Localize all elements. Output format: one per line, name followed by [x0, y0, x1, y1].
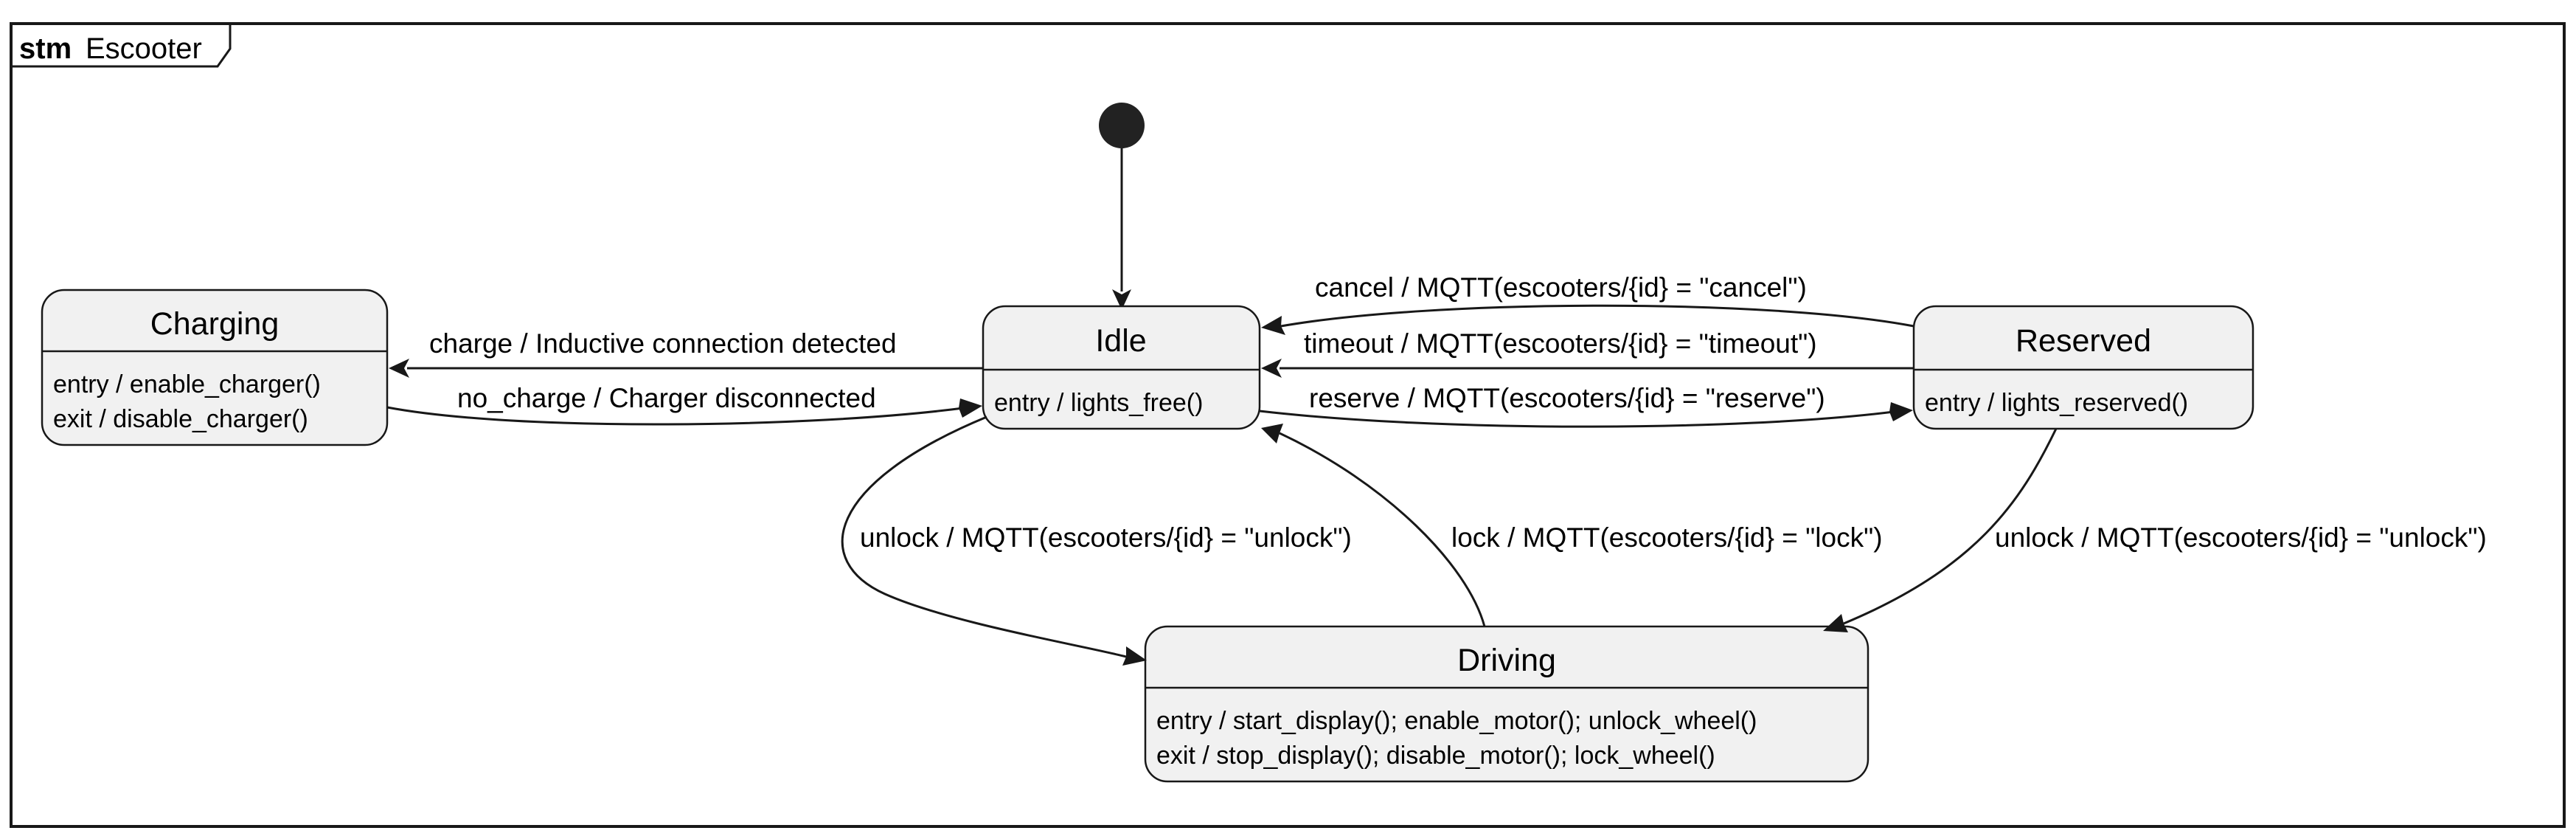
label-reserve: reserve / MQTT(escooters/{id} = "reserve…	[1309, 383, 1825, 413]
arrowhead-no-charge	[959, 398, 982, 418]
state-driving-entry: entry / start_display(); enable_motor();…	[1156, 707, 1757, 735]
arrowhead-timeout	[1261, 359, 1282, 378]
label-timeout: timeout / MQTT(escooters/{id} = "timeout…	[1304, 328, 1817, 359]
label-unlock-idle: unlock / MQTT(escooters/{id} = "unlock")	[860, 522, 1352, 553]
state-driving: Driving entry / start_display(); enable_…	[1144, 625, 1869, 783]
frame-tab	[11, 22, 232, 68]
label-cancel: cancel / MQTT(escooters/{id} = "cancel")	[1315, 272, 1807, 303]
edge-no-charge	[386, 406, 964, 426]
state-idle: Idle entry / lights_free()	[982, 305, 1261, 430]
label-lock: lock / MQTT(escooters/{id} = "lock")	[1451, 522, 1883, 553]
state-charging-title: Charging	[150, 306, 280, 342]
edge-cancel	[1280, 304, 1914, 328]
state-reserved-title: Reserved	[2016, 323, 2151, 359]
frame-border	[10, 22, 2566, 828]
state-idle-title: Idle	[1095, 323, 1146, 359]
state-driving-title: Driving	[1457, 643, 1556, 678]
frame-name: Escooter	[86, 32, 202, 65]
label-unlock-reserved: unlock / MQTT(escooters/{id} = "unlock")	[1995, 522, 2487, 553]
state-driving-exit: exit / stop_display(); disable_motor(); …	[1156, 742, 1715, 770]
arrowhead-initial	[1112, 289, 1131, 310]
arrowhead-lock	[1261, 424, 1283, 443]
arrowhead-unlock-idle	[1122, 646, 1147, 666]
state-charging-exit: exit / disable_charger()	[53, 405, 308, 433]
state-idle-entry: entry / lights_free()	[994, 389, 1203, 417]
frame-keyword: stm	[19, 32, 72, 65]
edge-unlock-reserved	[1843, 428, 2058, 625]
arrowhead-reserve	[1889, 402, 1913, 421]
edge-unlock-idle	[841, 415, 1127, 658]
state-charging-entry: entry / enable_charger()	[53, 370, 321, 398]
label-no-charge: no_charge / Charger disconnected	[457, 383, 876, 413]
label-charge: charge / Inductive connection detected	[429, 328, 897, 359]
state-charging: Charging entry / enable_charger() exit /…	[41, 289, 389, 446]
arrowhead-cancel	[1261, 316, 1285, 335]
state-reserved: Reserved entry / lights_reserved()	[1912, 305, 2254, 430]
state-reserved-entry: entry / lights_reserved()	[1925, 389, 2188, 417]
arrowhead-charge	[389, 359, 409, 378]
edge-reserve	[1259, 410, 1895, 428]
arrowhead-unlock-reserved	[1823, 614, 1848, 632]
initial-state	[1099, 103, 1145, 148]
edge-lock	[1279, 432, 1486, 627]
